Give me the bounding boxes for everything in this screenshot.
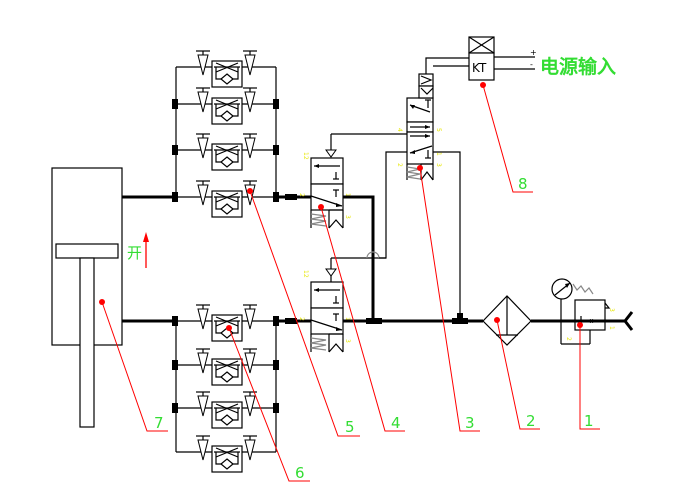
throttle-valve	[176, 50, 276, 88]
svg-text:3: 3	[608, 308, 615, 312]
leader-dot	[318, 204, 324, 210]
svg-text:2: 2	[565, 337, 572, 341]
svg-text:1: 1	[435, 152, 442, 156]
svg-text:3: 3	[344, 339, 351, 343]
callout-1: 1	[577, 322, 600, 430]
leader-line	[228, 327, 310, 482]
svg-text:2: 2	[298, 317, 305, 321]
svg-text:1: 1	[344, 193, 351, 197]
leader-line	[320, 206, 405, 432]
throttle-valve	[176, 304, 276, 342]
leader-line	[496, 319, 540, 430]
leader-dot	[247, 188, 253, 194]
svg-text:1: 1	[608, 326, 615, 330]
supply-to-valve-3	[433, 151, 461, 318]
callout-number: 3	[465, 414, 475, 432]
pressure-regulator	[551, 278, 634, 345]
callout-8: 8	[480, 82, 533, 193]
callout-6: 6	[226, 325, 310, 482]
callout-4: 4	[318, 204, 405, 432]
svg-text:3: 3	[344, 215, 351, 219]
throttle-valve	[176, 133, 276, 171]
throttle-valve	[176, 435, 276, 473]
callout-number: 2	[526, 412, 536, 430]
valve-4	[310, 257, 386, 353]
svg-text:4: 4	[396, 128, 403, 132]
throttle-valve	[176, 348, 276, 386]
callout-number: 4	[391, 414, 401, 432]
throttle-group-lower	[172, 304, 279, 473]
throttle-valve	[176, 180, 276, 218]
direction-label: 开	[127, 244, 142, 262]
leader-dot	[480, 82, 486, 88]
cylinder	[51, 167, 123, 428]
leader-line	[482, 84, 533, 193]
svg-text:1: 1	[344, 317, 351, 321]
leader-dot	[99, 299, 105, 305]
leader-dot	[226, 325, 232, 331]
leader-dot	[577, 322, 583, 328]
svg-text:12: 12	[302, 270, 309, 278]
power-plus: +	[530, 48, 537, 57]
leader-dot	[417, 165, 423, 171]
leader-dot	[494, 317, 500, 323]
callout-7: 7	[99, 299, 168, 432]
supply-to-valve-5	[343, 195, 375, 321]
svg-text:2: 2	[298, 193, 305, 197]
leader-line	[579, 325, 600, 430]
power-input-label: 电源输入	[540, 55, 616, 78]
air-filter	[482, 295, 532, 346]
leader-line	[249, 190, 360, 437]
callout-number: 8	[518, 175, 528, 193]
callout-number: 7	[154, 414, 164, 432]
callout-number: 5	[345, 418, 355, 436]
callout-5: 5	[247, 188, 360, 437]
svg-text:5: 5	[435, 128, 442, 132]
svg-text:12: 12	[302, 152, 309, 160]
throttle-group-upper	[172, 50, 279, 218]
direction-arrow	[143, 232, 149, 268]
time-relay	[468, 36, 535, 81]
relay-label: KT	[472, 61, 487, 75]
leader-line	[419, 167, 480, 432]
pilot-line-3-to-4	[379, 151, 407, 259]
callout-2: 2	[494, 317, 540, 430]
throttle-valve	[176, 87, 276, 125]
throttle-valve	[176, 391, 276, 429]
valve-5	[310, 133, 430, 229]
callout-number: 1	[584, 412, 594, 430]
leader-line	[101, 301, 168, 432]
svg-text:2: 2	[396, 163, 403, 167]
power-minus: -	[530, 60, 533, 69]
svg-text:3: 3	[435, 163, 442, 167]
callout-number: 6	[295, 464, 305, 482]
callout-3: 3	[417, 165, 480, 432]
